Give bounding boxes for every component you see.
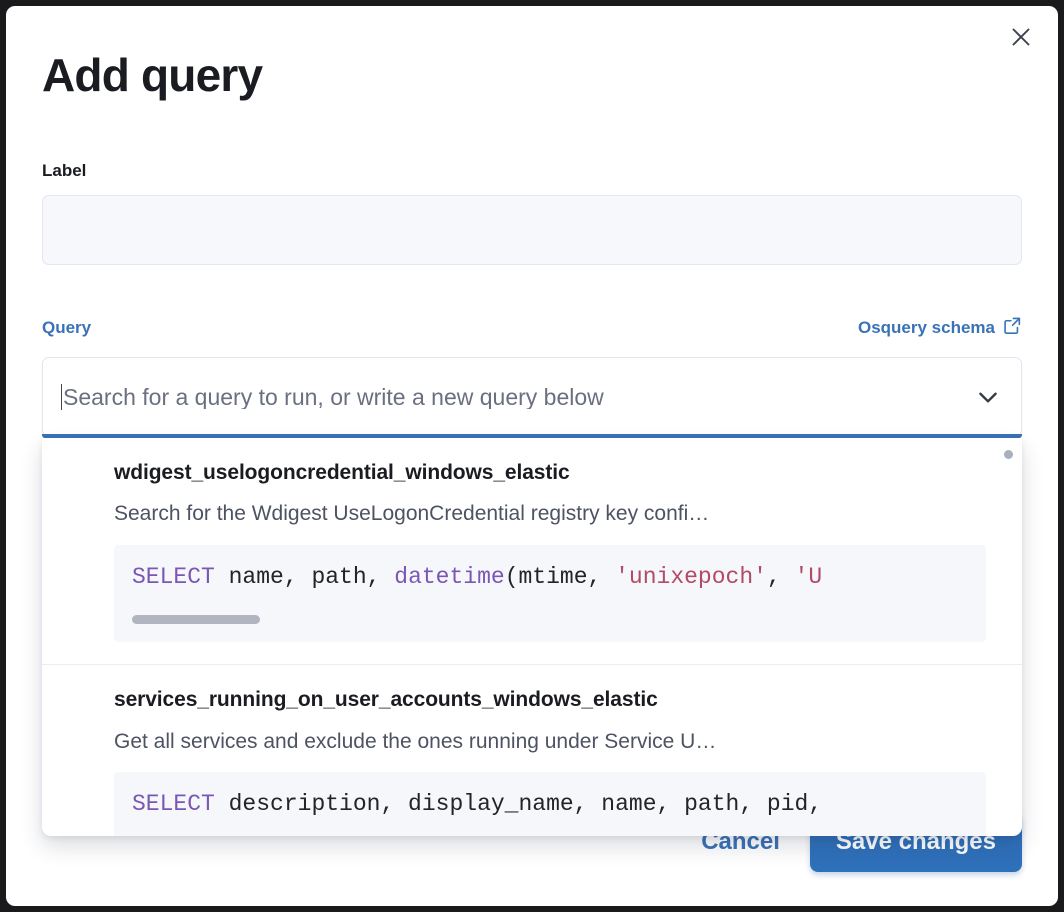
suggestion-code-block[interactable]: SELECT description, display_name, name, … <box>114 771 986 836</box>
suggestion-description: Search for the Wdigest UseLogonCredentia… <box>114 502 710 526</box>
list-item[interactable]: services_running_on_user_accounts_window… <box>42 665 1022 836</box>
query-header-row: Query Osquery schema <box>42 316 1022 340</box>
query-search-input[interactable]: Search for a query to run, or write a ne… <box>63 385 604 409</box>
combobox-focus-underline <box>42 434 1022 438</box>
page-title: Add query <box>42 49 263 101</box>
suggestion-code-line: SELECT name, path, datetime(mtime, 'unix… <box>132 563 823 590</box>
suggestion-title: services_running_on_user_accounts_window… <box>114 688 658 712</box>
osquery-schema-link-label: Osquery schema <box>857 318 995 337</box>
query-search-combobox[interactable]: Search for a query to run, or write a ne… <box>42 357 1022 437</box>
suggestion-title: wdigest_uselogoncredential_windows_elast… <box>114 461 570 484</box>
list-item[interactable]: wdigest_uselogoncredential_windows_elast… <box>42 438 1022 643</box>
query-suggestions-dropdown[interactable]: wdigest_uselogoncredential_windows_elast… <box>42 438 1022 836</box>
label-input[interactable] <box>42 195 1022 265</box>
code-scrollbar-track[interactable] <box>132 615 968 625</box>
code-scrollbar-thumb[interactable] <box>132 615 260 625</box>
suggestion-code-line: SELECT description, display_name, name, … <box>132 790 823 817</box>
external-link-icon <box>1003 316 1022 340</box>
label-field-caption: Label <box>42 161 87 180</box>
query-field-caption[interactable]: Query <box>42 318 92 337</box>
text-caret <box>61 384 62 410</box>
suggestion-code-block[interactable]: SELECT name, path, datetime(mtime, 'unix… <box>114 544 986 643</box>
close-icon <box>1009 25 1033 49</box>
suggestion-description: Get all services and exclude the ones ru… <box>114 729 717 753</box>
close-button[interactable] <box>1004 20 1038 54</box>
dropdown-scrollbar-thumb[interactable] <box>1004 450 1013 459</box>
osquery-schema-link[interactable]: Osquery schema <box>858 316 1022 340</box>
chevron-down-icon[interactable] <box>971 380 1005 414</box>
add-query-modal: Add query Label Query Osquery schema <box>6 6 1058 906</box>
label-field-group: Label <box>42 161 1022 265</box>
list-divider <box>42 664 1022 666</box>
